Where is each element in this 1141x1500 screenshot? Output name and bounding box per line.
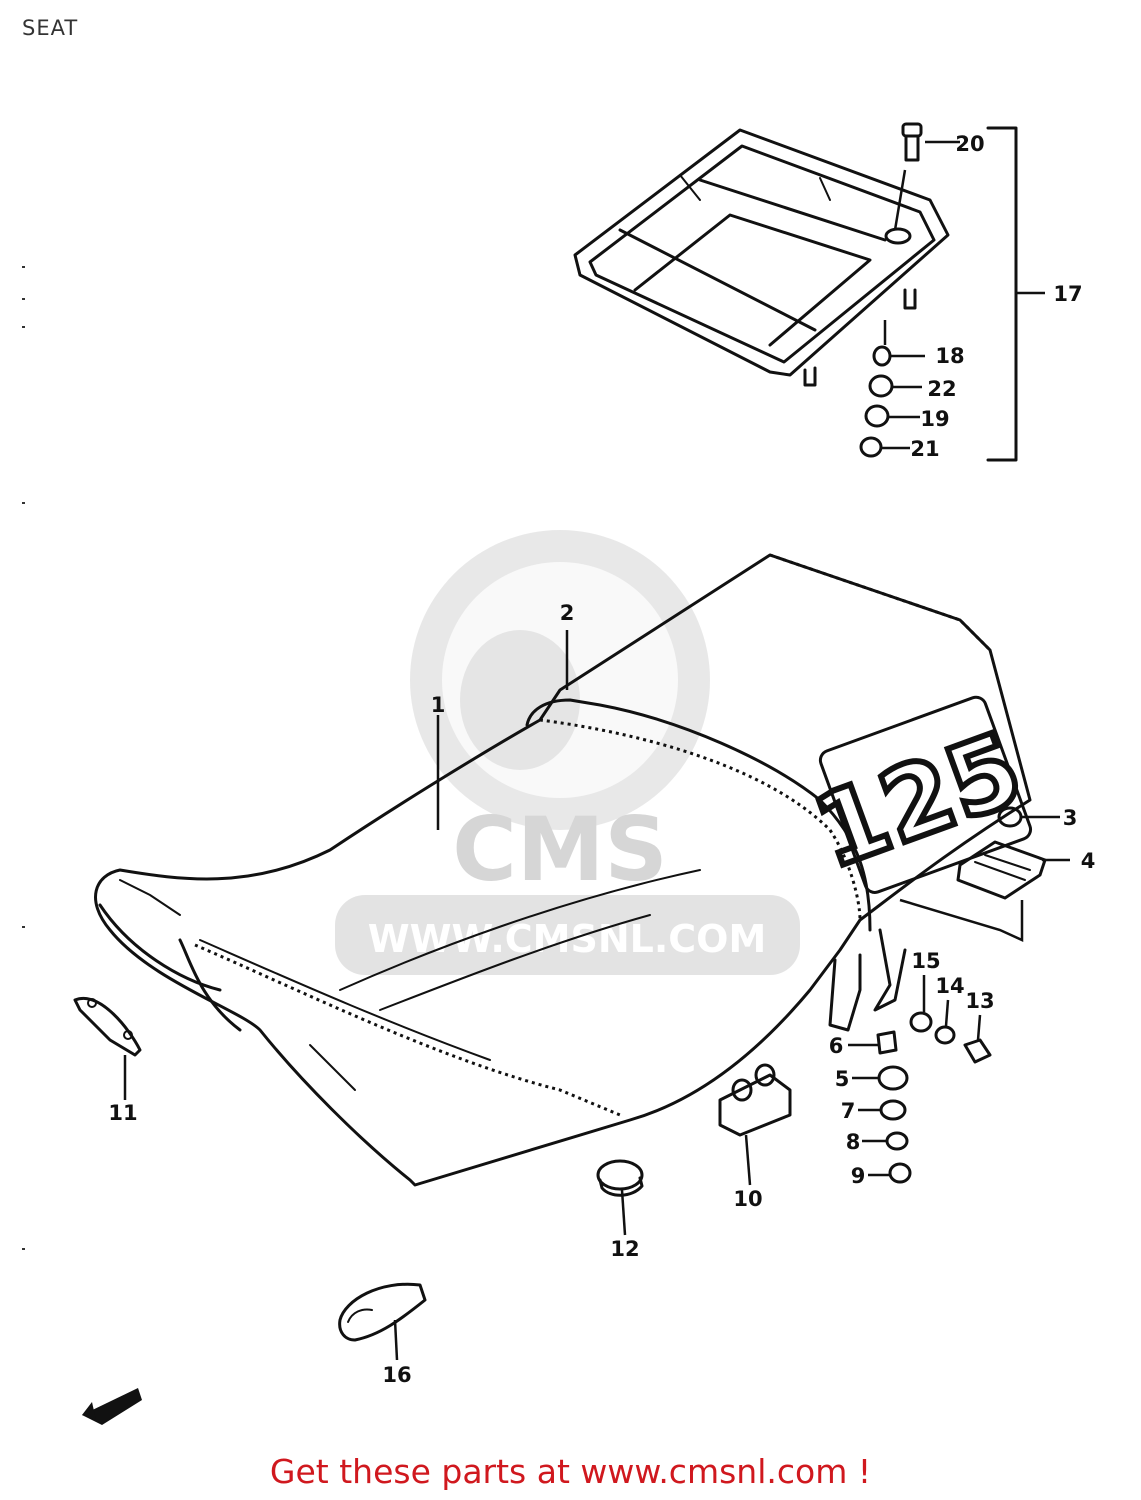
callout-10: 10	[733, 1187, 762, 1211]
callout-8: 8	[846, 1130, 861, 1154]
callout-13: 13	[965, 989, 994, 1013]
callout-2: 2	[560, 601, 575, 625]
luggage-rack	[573, 128, 950, 387]
callout-18: 18	[935, 344, 964, 368]
callout-5: 5	[835, 1067, 850, 1091]
callout-12: 12	[610, 1237, 639, 1261]
callout-22: 22	[927, 377, 956, 401]
watermark-url: WWW.CMSNL.COM	[368, 917, 767, 961]
callout-19: 19	[920, 407, 949, 431]
callout-17: 17	[1053, 282, 1082, 306]
callout-14: 14	[935, 974, 964, 998]
callout-6: 6	[829, 1034, 844, 1058]
seat-badge: 125	[797, 695, 1039, 894]
watermark-logo: WWW.CMSNL.COM CMS	[335, 530, 800, 975]
callout-9: 9	[851, 1164, 866, 1188]
callout-labels: 1 2 3 4 5 6 7 8 9 10 11 12 13 14 15 16 1…	[108, 132, 1095, 1387]
watermark-brand: CMS	[452, 798, 668, 901]
callout-3: 3	[1063, 806, 1078, 830]
callout-11: 11	[108, 1101, 137, 1125]
callout-16: 16	[382, 1363, 411, 1387]
page-title: SEAT	[22, 16, 79, 40]
callout-20: 20	[955, 132, 984, 156]
callout-21: 21	[910, 437, 939, 461]
callout-15: 15	[911, 949, 940, 973]
callout-7: 7	[841, 1099, 856, 1123]
seat-badge-text: 125	[800, 710, 1036, 891]
fwd-arrow-icon	[82, 1388, 142, 1425]
leader-lines	[123, 140, 1070, 1361]
footer-link[interactable]: Get these parts at www.cmsnl.com !	[269, 1452, 872, 1491]
callout-1: 1	[431, 693, 446, 717]
callout-4: 4	[1081, 849, 1096, 873]
edge-ticks	[22, 266, 25, 1250]
